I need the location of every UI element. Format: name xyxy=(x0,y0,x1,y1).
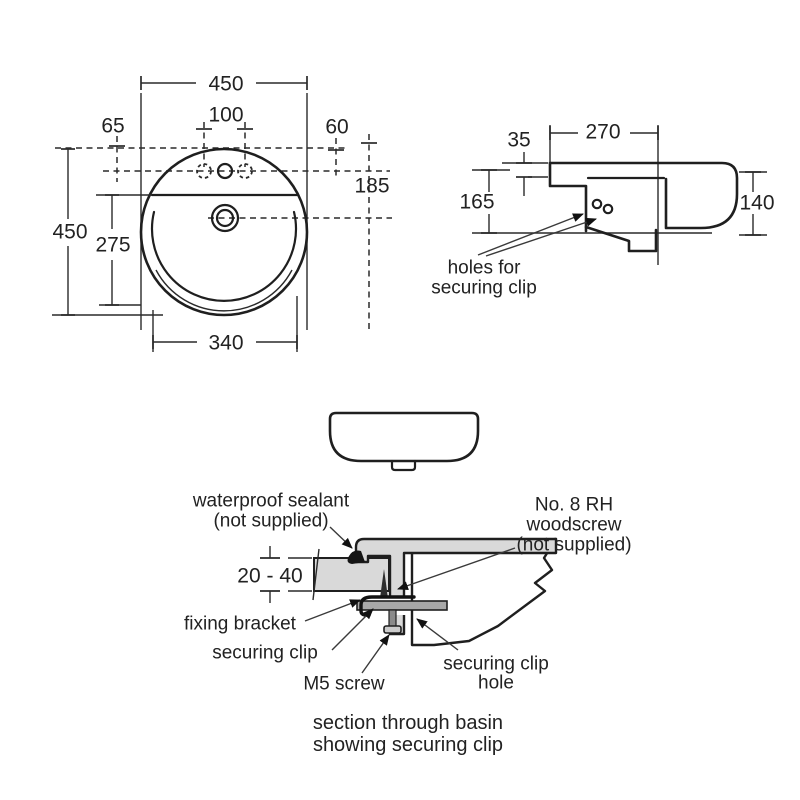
dim-tap-spacing: 100 xyxy=(208,104,243,127)
basin-outlet-tab xyxy=(390,459,417,472)
dim-overall-width: 450 xyxy=(208,73,243,96)
label-clip-hole-line1: securing clip xyxy=(443,654,549,675)
woodscrew xyxy=(380,569,388,598)
basin-rim-section xyxy=(354,537,558,636)
caption-line2: showing securing clip xyxy=(313,734,503,756)
label-sealant-line2: (not supplied) xyxy=(213,511,328,532)
securing-clip-hole-right xyxy=(602,203,614,215)
dim-tap-to-waste: 185 xyxy=(354,175,389,198)
m5-screw-head xyxy=(383,625,402,634)
label-fixing-bracket: fixing bracket xyxy=(184,614,297,635)
label-sealant-line1: waterproof sealant xyxy=(192,491,350,512)
tap-hole-optional-right xyxy=(237,163,253,179)
tap-hole-center xyxy=(216,162,234,180)
sealant-bead xyxy=(347,550,365,564)
section-view: 20 - 40 waterproof sealant (not supplied… xyxy=(184,491,632,757)
dim-right-offset: 60 xyxy=(325,116,348,139)
dim-rim-thickness: 35 xyxy=(507,129,530,152)
leader-clip-hole-2 xyxy=(485,217,597,257)
dim-front-height: 165 xyxy=(459,191,494,214)
leader-clip-hole-1 xyxy=(477,213,584,256)
basin-front-outline xyxy=(328,411,480,463)
dim-bowl-width: 340 xyxy=(208,332,243,355)
bowl-inner-arc xyxy=(150,210,298,302)
dim-body-height: 140 xyxy=(739,192,774,215)
label-woodscrew-line1: No. 8 RH xyxy=(535,495,613,516)
leader-fixing-bracket xyxy=(304,599,361,622)
side-view: 270 35 165 140 hol xyxy=(431,121,774,299)
label-securing-clip: securing clip xyxy=(212,643,318,664)
leader-clip-hole xyxy=(416,618,459,651)
leader-sealant xyxy=(329,526,353,549)
basin-body-section xyxy=(410,537,558,647)
basin-underside-profile xyxy=(584,225,658,253)
plan-view: 450 100 65 60 185 450 275 340 xyxy=(52,73,392,355)
label-holes-line1: holes for xyxy=(448,258,522,279)
countertop-break-line xyxy=(312,548,320,601)
leader-woodscrew xyxy=(397,547,516,590)
fixing-bracket xyxy=(356,600,448,611)
label-woodscrew-line2: woodscrew xyxy=(525,515,621,536)
dim-counter-thickness: 20 - 40 xyxy=(237,565,302,588)
dim-left-offset: 65 xyxy=(101,115,124,138)
label-holes-line2: securing clip xyxy=(431,278,537,299)
basin-side-outline xyxy=(548,161,739,230)
securing-clip-hole-left xyxy=(591,198,603,210)
dim-recess-depth: 270 xyxy=(585,121,620,144)
label-clip-hole-line2: hole xyxy=(478,673,514,694)
waste-outlet-outer xyxy=(210,203,240,233)
dim-overall-depth: 450 xyxy=(52,221,87,244)
basin-rim-circle xyxy=(139,147,309,317)
leader-securing-clip xyxy=(331,608,374,651)
m5-screw-shaft xyxy=(388,609,397,628)
caption-line1: section through basin xyxy=(313,712,503,734)
bowl-lip-arc xyxy=(155,269,293,312)
leader-m5-screw xyxy=(361,634,390,674)
basin-front-face xyxy=(548,161,588,233)
dim-bowl-depth: 275 xyxy=(95,234,130,257)
label-m5-screw: M5 screw xyxy=(303,674,385,695)
front-view xyxy=(328,411,480,472)
tap-hole-optional-left xyxy=(196,163,212,179)
waste-outlet-inner xyxy=(215,208,235,228)
label-woodscrew-line3: (not supplied) xyxy=(516,535,631,556)
